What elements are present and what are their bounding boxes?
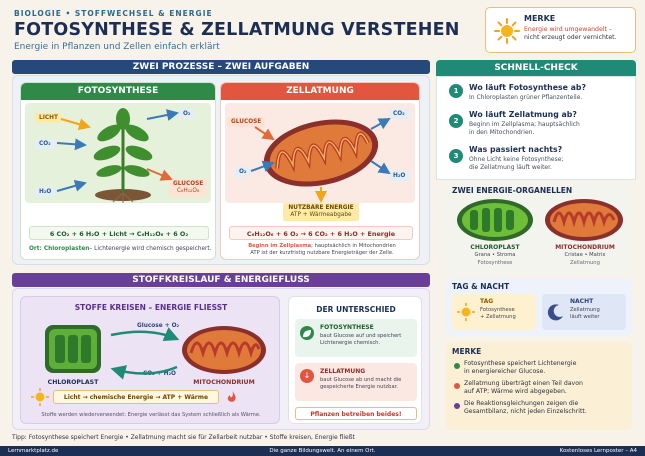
zellatmung-card: ZELLATMUNG GLUCOSE CO₂ O₂ H₂O NUTZBARE E… [220, 82, 420, 260]
zellatmung-equation: C₆H₁₂O₆ + 6 O₂ → 6 CO₂ + 6 H₂O + Energie [229, 226, 413, 240]
footer-right: Kostenloses Lernposter – A4 [559, 448, 637, 454]
kicker: BIOLOGIE • STOFFWECHSEL & ENERGIE [14, 9, 213, 18]
footer-bar: Lernmarktplatz.de Die ganze Bildungswelt… [0, 446, 645, 456]
q2-title: Wo läuft Zellatmung ab? [469, 110, 577, 119]
organellen-box: ZWEI ENERGIE-ORGANELLEN CHLOROPLAST Gran… [446, 182, 632, 274]
sun-icon [494, 18, 520, 44]
unterschied-foto: FOTOSYNTHESE baut Glucose auf und speich… [295, 319, 417, 357]
zell-h2o-label: H₂O [389, 171, 410, 181]
merke-box: MERKE Fotosynthese speichert Lichtenergi… [446, 342, 632, 430]
co2-label: CO₂ [35, 139, 55, 149]
licht-label: LICHT [35, 113, 62, 123]
tag-text: Fotosynthese+ Zellatmung [480, 307, 516, 320]
kreislauf-title: STOFFE KREISEN – ENERGIE FLIESST [74, 303, 228, 312]
unterschied-zell-text: baut Glucose ab und macht die gespeicher… [320, 377, 402, 390]
h2o-label: H₂O [35, 187, 56, 197]
merke-top-label: MERKE [524, 14, 556, 23]
bullet-red [454, 383, 460, 389]
q3-title: Was passiert nachts? [469, 145, 563, 154]
energiefluss-box: Licht → chemische Energie → ATP + Wärme [53, 390, 219, 404]
arrow-down-icon: ↓ [300, 369, 314, 383]
page-subtitle: Energie in Pflanzen und Zellen einfach e… [14, 42, 220, 52]
organell-mito-sub: Cristae • Matrix [564, 252, 606, 258]
q2-number: 2 [449, 114, 463, 128]
section-bar-kreislauf: STOFFKREISLAUF & ENERGIEFLUSS [12, 273, 430, 287]
flow-arrows [56, 109, 179, 192]
schnell-check-title: SCHNELL-CHECK [436, 60, 636, 76]
organell-mito-label: MITOCHONDRIUM [555, 244, 615, 251]
unterschied-foto-text: baut Glucose auf und speichert Lichtener… [320, 333, 402, 346]
merke-title: MERKE [452, 347, 482, 356]
unterschied-footer: Pflanzen betreiben beides! [295, 407, 417, 420]
tag-label: TAG [480, 298, 494, 305]
q3-number: 3 [449, 149, 463, 163]
unterschied-foto-title: FOTOSYNTHESE [320, 324, 374, 331]
chloroplast-icon [457, 199, 533, 241]
mitochondrium-label: MITOCHONDRIUM [193, 379, 255, 386]
glucose-o2-label: Glucose + O₂ [137, 323, 180, 329]
chloroplast-label: CHLOROPLAST [47, 379, 99, 386]
kreislauf-note: Stoffe werden wiederverwendet: Energie v… [41, 412, 261, 418]
merke-top-text: Energie wird umgewandelt –nicht erzeugt … [524, 26, 617, 41]
footer-center: Die ganze Bildungswelt. An einem Ort. [269, 448, 376, 454]
q1-number: 1 [449, 84, 463, 98]
merke-top-box: MERKE Energie wird umgewandelt –nicht er… [485, 7, 636, 53]
zellatmung-title: ZELLATMUNG [221, 83, 419, 100]
o2-label: O₂ [179, 109, 195, 119]
q1-title: Wo läuft Fotosynthese ab? [469, 83, 587, 92]
unterschied-zell-title: ZELLATMUNG [320, 368, 366, 375]
zell-co2-label: CO₂ [389, 109, 409, 119]
organellen-title: ZWEI ENERGIE-ORGANELLEN [452, 186, 573, 195]
q3-answer: Ohne Licht keine Fotosynthese;die Zellat… [469, 156, 564, 171]
section-bar-prozesse: ZWEI PROZESSE – ZWEI AUFGABEN [12, 60, 430, 74]
tip-line: Tipp: Fotosynthese speichert Energie • Z… [12, 434, 355, 441]
footer-left[interactable]: Lernmarktplatz.de [8, 448, 59, 454]
plant-illustration [93, 108, 153, 203]
organell-chloro-sub2: Fotosynthese [477, 260, 513, 266]
mitochondrium-illustration [263, 119, 379, 187]
tag-card: TAG Fotosynthese+ Zellatmung [452, 294, 536, 330]
unterschied-card: DER UNTERSCHIED FOTOSYNTHESE baut Glucos… [288, 296, 422, 424]
kreislauf-arrows [110, 327, 180, 380]
co2-h2o-label: CO₂ + H₂O [143, 371, 176, 377]
mitochondrium-small-illustration [182, 326, 266, 374]
chloroplast-small-illustration [45, 325, 101, 373]
tagnacht-box: TAG & NACHT TAG Fotosynthese+ Zellatmung… [446, 278, 632, 336]
page-title: FOTOSYNTHESE & ZELLATMUNG VERSTEHEN [14, 20, 460, 40]
nacht-label: NACHT [570, 298, 594, 305]
flame-icon [227, 391, 236, 402]
sun-tag-icon [457, 303, 475, 321]
fotosynthese-title: FOTOSYNTHESE [21, 83, 215, 100]
mitochondrium-icon [545, 199, 623, 241]
unterschied-title: DER UNTERSCHIED [316, 305, 396, 314]
organell-mito-sub2: Zellatmung [570, 260, 600, 266]
leaf-icon [300, 326, 314, 340]
tagnacht-title: TAG & NACHT [452, 282, 510, 291]
unterschied-zell: ↓ ZELLATMUNG baut Glucose ab und macht d… [295, 363, 417, 401]
q1-answer: In Chloroplasten grüner Pflanzenteile. [469, 94, 583, 101]
zell-o2-label: O₂ [235, 167, 251, 177]
sun-small-icon [31, 388, 49, 406]
bullet-purple [454, 403, 460, 409]
fotosynthese-equation: 6 CO₂ + 6 H₂O + Licht → C₆H₁₂O₆ + 6 O₂ [29, 226, 209, 240]
bullet-green [454, 363, 460, 369]
zell-glucose-label: GLUCOSE [227, 117, 266, 127]
kreislauf-card: STOFFE KREISEN – ENERGIE FLIESST Glucose… [20, 296, 280, 424]
schnell-check-box: 1 Wo läuft Fotosynthese ab? In Chloropla… [436, 76, 636, 180]
moon-icon [547, 304, 563, 321]
organell-chloro-label: CHLOROPLAST [470, 244, 520, 251]
fotosynthese-ort: Ort: Chloroplasten– Lichtenergie wird ch… [29, 246, 212, 252]
zell-flow-arrows [250, 118, 391, 203]
zellatmung-ort: Beginn im Zellplasma; hauptsächlich in M… [248, 243, 396, 256]
organell-chloro-sub: Grana • Stroma [474, 252, 516, 258]
